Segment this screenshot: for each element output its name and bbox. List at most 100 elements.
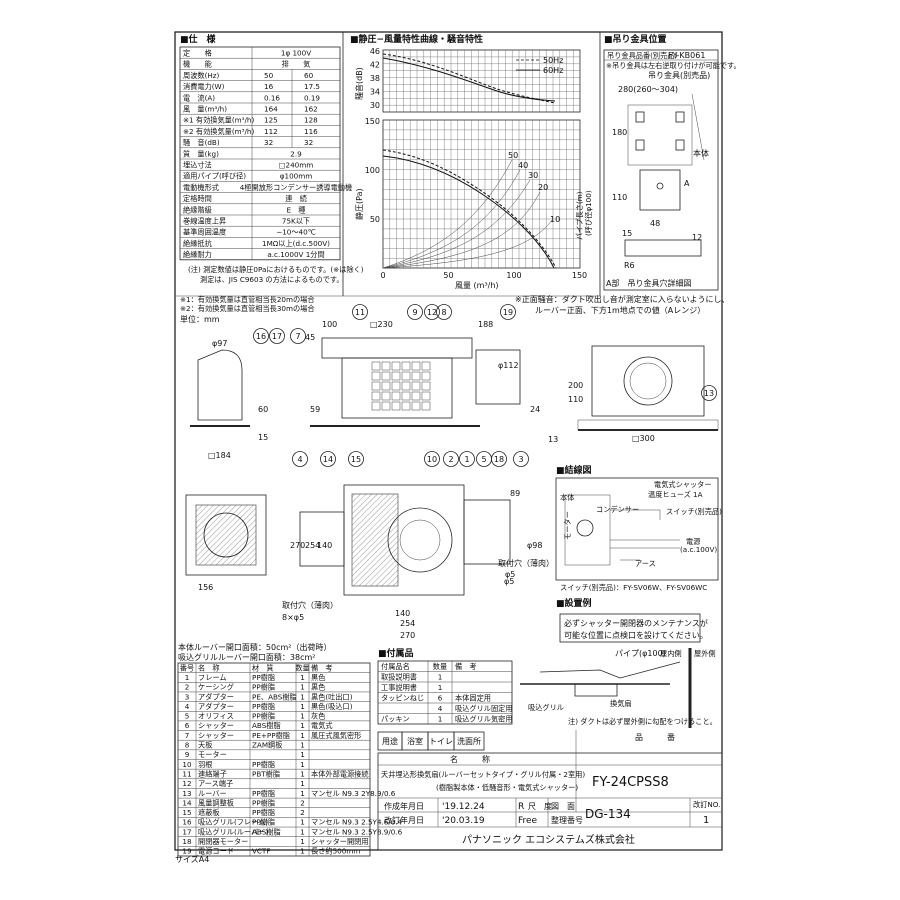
spec-value: 4極開放形コンデンサー誘導電動機 bbox=[240, 183, 352, 192]
parts-cell: 15 bbox=[182, 808, 191, 817]
parts-cell: ABS樹脂 bbox=[252, 827, 281, 836]
parts-cell: 19 bbox=[182, 847, 192, 856]
parts-cell: 1 bbox=[300, 769, 305, 778]
parts-cell: PP樹脂 bbox=[252, 798, 275, 807]
parts-header: 備 考 bbox=[311, 663, 333, 672]
spec-value-50: 112 bbox=[264, 127, 278, 136]
title-block: 名 称 品 番 天井埋込形換気扇(ルーバーセットタイプ・グリル付属・2室用) (… bbox=[377, 730, 723, 851]
parts-cell: 本体外部電源接続 bbox=[311, 769, 369, 778]
dimension-label: 59 bbox=[310, 405, 320, 414]
parts-cell: 連絡端子 bbox=[198, 769, 227, 778]
hanger-dim-48: 48 bbox=[650, 219, 660, 228]
svg-text:1: 1 bbox=[464, 455, 469, 464]
acc-cell: パッキン bbox=[381, 714, 410, 723]
parts-cell: 1 bbox=[300, 779, 305, 788]
noise-note: ※正面騒音：ダクト吹出し音が測定室に入らないようにし、 bbox=[515, 294, 730, 304]
parts-cell: 1 bbox=[300, 818, 305, 827]
parts-cell: 黒色(吐出口) bbox=[311, 692, 353, 701]
hanger-dim-280: 280(260〜304) bbox=[618, 85, 678, 94]
wiring-switch-part: スイッチ(別売品)：FY-SV06W、FY-SV06WC bbox=[560, 583, 707, 592]
parts-cell: 5 bbox=[185, 712, 190, 721]
right-side-view bbox=[591, 345, 705, 417]
dimension-label: 156 bbox=[198, 583, 213, 592]
svg-text:7: 7 bbox=[295, 332, 300, 341]
parts-cell: 2 bbox=[300, 798, 305, 807]
hanger-dim-12: 12 bbox=[692, 233, 702, 242]
wiring-capacitor: コンデンサー bbox=[596, 505, 639, 514]
parts-cell: マンセル N9.3 2Y8.9/0.6 bbox=[311, 789, 396, 798]
x-tick: 0 bbox=[380, 271, 385, 280]
svg-text:17: 17 bbox=[272, 332, 282, 341]
install-grille: 吸込グリル bbox=[528, 703, 564, 712]
parts-cell: 1 bbox=[300, 750, 305, 759]
tb-drawing-label: 図 面 bbox=[551, 802, 575, 811]
usage-item: トイレ bbox=[429, 737, 453, 746]
dimension-label: □300 bbox=[632, 434, 655, 443]
spec-title: ■仕 様 bbox=[180, 33, 217, 45]
hanger-dim-15: 15 bbox=[622, 229, 632, 238]
parts-cell: 1 bbox=[300, 789, 305, 798]
dimension-label: 140 bbox=[317, 541, 332, 550]
wiring-earth: アース bbox=[635, 559, 656, 568]
accessories-title: ■付属品 bbox=[378, 647, 414, 659]
adapter-side bbox=[475, 349, 521, 405]
callout-17: 17 bbox=[269, 328, 285, 344]
svg-text:9: 9 bbox=[412, 308, 417, 317]
acc-header: 数量 bbox=[433, 662, 447, 671]
parts-cell: 2 bbox=[300, 808, 305, 817]
install-notice1: 必ずシャッター開閉器のメンテナンスが bbox=[564, 618, 708, 628]
spec-value-50: 164 bbox=[264, 105, 278, 114]
spec-value: □240mm bbox=[279, 161, 314, 170]
parts-cell: 10 bbox=[182, 760, 192, 769]
parts-cell: 13 bbox=[182, 789, 191, 798]
hanger-dim-180: 180 bbox=[612, 128, 627, 137]
spec-label: 基準周囲温度 bbox=[183, 228, 226, 237]
acc-cell: 1 bbox=[438, 714, 443, 723]
callout-13: 13 bbox=[701, 385, 717, 401]
hanger-section-a: A部 吊り金具穴詳細図 bbox=[606, 278, 691, 288]
parts-cell: 1 bbox=[300, 721, 305, 730]
pipe-length-label: 10 bbox=[550, 215, 560, 224]
parts-cell: ZAM鋼板 bbox=[252, 741, 282, 750]
noise-note2: ルーバー正面、下方1m地点での値（Aレンジ） bbox=[535, 305, 705, 315]
spec-footnote1: ※1：有効換気量は直管相当長20mの場合 bbox=[180, 295, 315, 304]
wiring-motor: モーター bbox=[563, 511, 572, 540]
x-tick: 100 bbox=[506, 271, 521, 280]
tb-rev-label: 改訂NO. bbox=[693, 800, 720, 809]
tb-rev-no: 1 bbox=[703, 815, 709, 826]
install-note: 注) ダクトは必ず屋外側に勾配をつけること。 bbox=[568, 717, 717, 726]
hanger-section: ■吊り金具位置 吊り金具品番(別売品) FY-KB061 ※吊り金具は左右逆取り… bbox=[603, 33, 741, 291]
callout-16: 16 bbox=[253, 328, 269, 344]
callout-5: 5 bbox=[476, 451, 492, 467]
svg-text:11: 11 bbox=[355, 308, 365, 317]
parts-cell: 1 bbox=[300, 692, 305, 701]
tb-revised-label: 改訂年月日 bbox=[384, 815, 424, 825]
dimension-label: 254 bbox=[400, 619, 415, 628]
parts-cell: PP樹脂 bbox=[252, 673, 275, 682]
callout-4: 4 bbox=[292, 451, 308, 467]
parts-cell: 18 bbox=[182, 837, 192, 846]
acc-cell: 1 bbox=[438, 672, 443, 681]
parts-cell: 1 bbox=[300, 683, 305, 692]
pipe-length-label: 20 bbox=[538, 183, 548, 192]
pressure-curve-60hz bbox=[382, 155, 555, 269]
spec-footnote2: ※2：有効換気量は直管相当長30mの場合 bbox=[180, 304, 315, 313]
spec-value: 2.9 bbox=[290, 149, 302, 158]
spec-value-60: 162 bbox=[304, 105, 318, 114]
unit-label: 単位：mm bbox=[180, 314, 220, 324]
parts-cell: 1 bbox=[300, 760, 305, 769]
install-section: ■設置例 必ずシャッター開閉器のメンテナンスが 可能な位置に点検口を設けてくださ… bbox=[520, 597, 717, 728]
parts-cell: シャッター開閉用 bbox=[311, 837, 369, 846]
parts-cell: 長さ約500mm bbox=[311, 847, 360, 856]
parts-cell: マンセル N9.3 2.5Y4.6/0.4 bbox=[311, 818, 403, 827]
spec-value-50: 50 bbox=[264, 71, 274, 80]
svg-text:4: 4 bbox=[297, 455, 302, 464]
install-inside: 屋内側 bbox=[660, 649, 682, 658]
tb-model: FY-24CPSS8 bbox=[592, 775, 669, 790]
tb-scale-r: R bbox=[518, 802, 524, 812]
